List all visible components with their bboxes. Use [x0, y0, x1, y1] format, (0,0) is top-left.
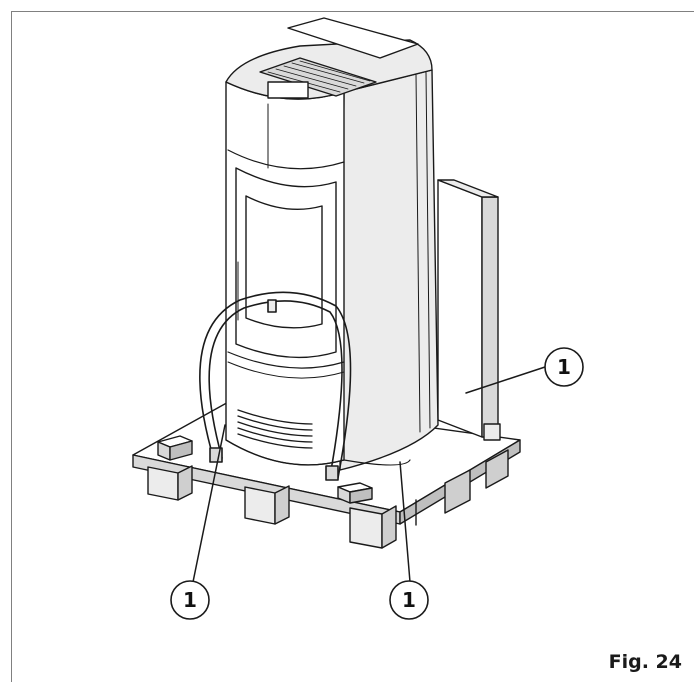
callout-1-right: 1: [544, 347, 584, 387]
callout-1-bottom: 1: [389, 580, 429, 620]
side-panel: [339, 69, 439, 471]
callout-label: 1: [183, 588, 197, 612]
stove-base: [225, 439, 411, 466]
top-outlet: [267, 81, 309, 99]
figure-caption: Fig. 24: [608, 651, 682, 673]
door-glass: [245, 195, 323, 329]
callout-1-left: 1: [170, 580, 210, 620]
top-plate: [287, 17, 419, 59]
callout-label: 1: [402, 588, 416, 612]
back-cardboard-panel: [437, 179, 501, 441]
leader-bottom: [399, 461, 411, 583]
lower-panel-seam: [227, 351, 345, 369]
figure-frame: [11, 11, 694, 682]
callout-label: 1: [557, 355, 571, 379]
panel-foot: [483, 423, 501, 441]
vent-grille: [237, 409, 313, 449]
leader-right: [465, 366, 546, 394]
leader-left: [192, 424, 226, 583]
pallet-blocks: [147, 449, 509, 549]
strapping-band: [199, 291, 352, 481]
callout-leaders: [192, 366, 546, 583]
stove-body: [225, 17, 439, 471]
